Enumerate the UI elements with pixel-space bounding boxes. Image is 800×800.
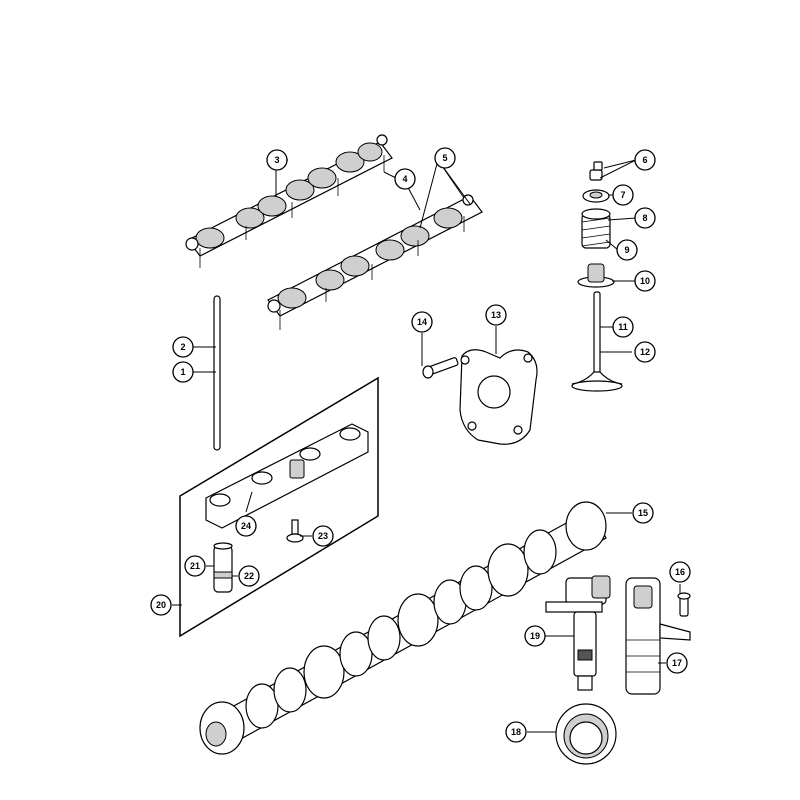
callout-12: 12: [634, 341, 656, 363]
valve-keepers: [589, 161, 603, 181]
rocker-shaft-assembly-upper: [185, 134, 393, 268]
lifter-guide-holder: [205, 423, 369, 529]
camshaft-seal: [555, 703, 617, 765]
callout-20: 20: [150, 594, 172, 616]
callout-24: 24: [235, 515, 257, 537]
callout-13: 13: [485, 304, 507, 326]
callout-7: 7: [612, 184, 634, 206]
callout-10-label: 10: [640, 276, 650, 286]
valve: [571, 291, 623, 392]
callout-9: 9: [616, 239, 638, 261]
callout-6: 6: [634, 149, 656, 171]
callout-7-label: 7: [620, 190, 625, 200]
callout-3-label: 3: [274, 155, 279, 165]
callout-14: 14: [411, 311, 433, 333]
callout-4-label: 4: [402, 174, 407, 184]
callout-2-label: 2: [180, 342, 185, 352]
lifter-kit-frame: [179, 376, 379, 638]
callout-19-label: 19: [530, 631, 540, 641]
callout-15: 15: [632, 502, 654, 524]
callout-8-label: 8: [642, 213, 647, 223]
callout-1-label: 1: [180, 367, 185, 377]
callout-9-label: 9: [624, 245, 629, 255]
callout-17-label: 17: [672, 658, 682, 668]
callout-20-label: 20: [156, 600, 166, 610]
callout-16: 16: [669, 561, 691, 583]
callout-5: 5: [434, 147, 456, 169]
callout-21: 21: [184, 555, 206, 577]
callout-12-label: 12: [640, 347, 650, 357]
callout-8: 8: [634, 207, 656, 229]
callout-5-label: 5: [442, 153, 447, 163]
callout-18-label: 18: [511, 727, 521, 737]
camshaft: [199, 501, 607, 755]
callout-10: 10: [634, 270, 656, 292]
callout-11: 11: [612, 316, 634, 338]
callout-16-label: 16: [675, 567, 685, 577]
lifter-guide-bolt: [286, 519, 304, 543]
callout-6-label: 6: [642, 155, 647, 165]
push-rod: [213, 295, 221, 451]
callout-13-label: 13: [491, 310, 501, 320]
callout-24-label: 24: [241, 521, 251, 531]
callout-21-label: 21: [190, 561, 200, 571]
callout-19: 19: [524, 625, 546, 647]
callout-3: 3: [266, 149, 288, 171]
callout-23-label: 23: [318, 531, 328, 541]
camshaft-thrust-plate: [459, 349, 538, 445]
callout-4: 4: [394, 168, 416, 190]
rocker-shaft-assembly-lower: [267, 194, 483, 330]
callout-17: 17: [666, 652, 688, 674]
callout-22: 22: [238, 565, 260, 587]
callout-14-label: 14: [417, 317, 427, 327]
callout-2: 2: [172, 336, 194, 358]
callout-15-label: 15: [638, 508, 648, 518]
thrust-plate-bolt: [422, 357, 459, 379]
valve-spring: [581, 208, 611, 249]
callout-23: 23: [312, 525, 334, 547]
callout-1: 1: [172, 361, 194, 383]
valve-spring-retainer: [582, 189, 610, 203]
oil-control-valve: [625, 577, 691, 695]
hydraulic-lifter: [213, 542, 233, 593]
valve-stem-seal: [577, 263, 615, 288]
oil-control-valve-bolt: [677, 592, 691, 617]
callout-18: 18: [505, 721, 527, 743]
callout-22-label: 22: [244, 571, 254, 581]
camshaft-position-sensor: [545, 575, 611, 691]
callout-11-label: 11: [618, 322, 628, 332]
